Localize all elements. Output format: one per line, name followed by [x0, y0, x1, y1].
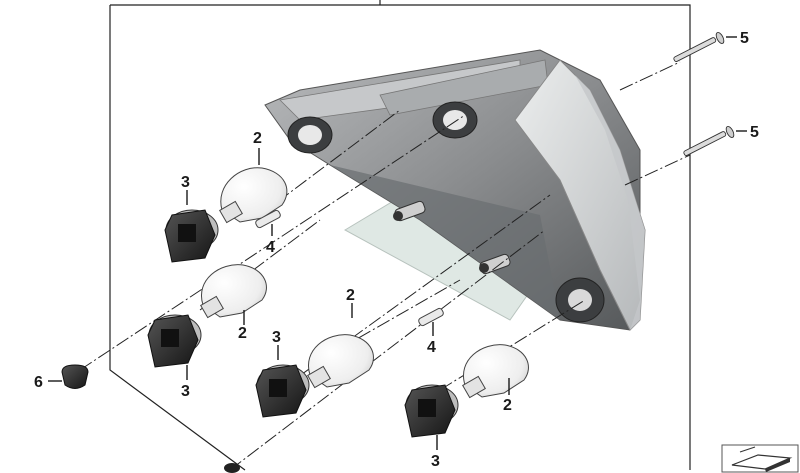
bolt-lower [683, 126, 735, 156]
bulb-3 [307, 334, 374, 389]
callout-6: 6 [34, 374, 43, 391]
inner-bulb-left [393, 200, 426, 222]
callout-2-b: 2 [238, 325, 247, 342]
callout-4-b: 4 [427, 339, 436, 356]
socket-4 [404, 384, 459, 438]
socket-1 [164, 209, 219, 263]
callout-5-a: 5 [740, 30, 749, 47]
assembly-frame [109, 4, 691, 471]
inner-bulb-right [479, 253, 511, 275]
callout-3-c: 3 [272, 329, 281, 346]
bulb-1 [219, 167, 288, 224]
callout-3-b: 3 [181, 383, 190, 400]
wedge-bulb-1 [255, 209, 281, 229]
callout-2-a: 2 [253, 130, 262, 147]
part-symbol-icon [721, 444, 799, 473]
bolt-upper [673, 32, 725, 62]
grommet [61, 364, 89, 389]
tail-light-lens [514, 59, 646, 331]
callout-labels: 2 2 2 2 3 3 3 3 4 4 5 5 6 [34, 30, 759, 470]
leader-lines [48, 36, 747, 450]
callout-2-d: 2 [503, 397, 512, 414]
bulb-2 [200, 264, 267, 319]
callout-3-d: 3 [431, 453, 440, 470]
callout-2-c: 2 [346, 287, 355, 304]
socket-3 [255, 364, 310, 418]
bulb-4 [462, 344, 529, 399]
callout-5-b: 5 [750, 124, 759, 141]
grommet-lower [224, 463, 240, 473]
callout-4-a: 4 [266, 239, 275, 256]
wedge-bulb-2 [418, 307, 444, 327]
callout-3-a: 3 [181, 174, 190, 191]
socket-2 [147, 314, 202, 368]
